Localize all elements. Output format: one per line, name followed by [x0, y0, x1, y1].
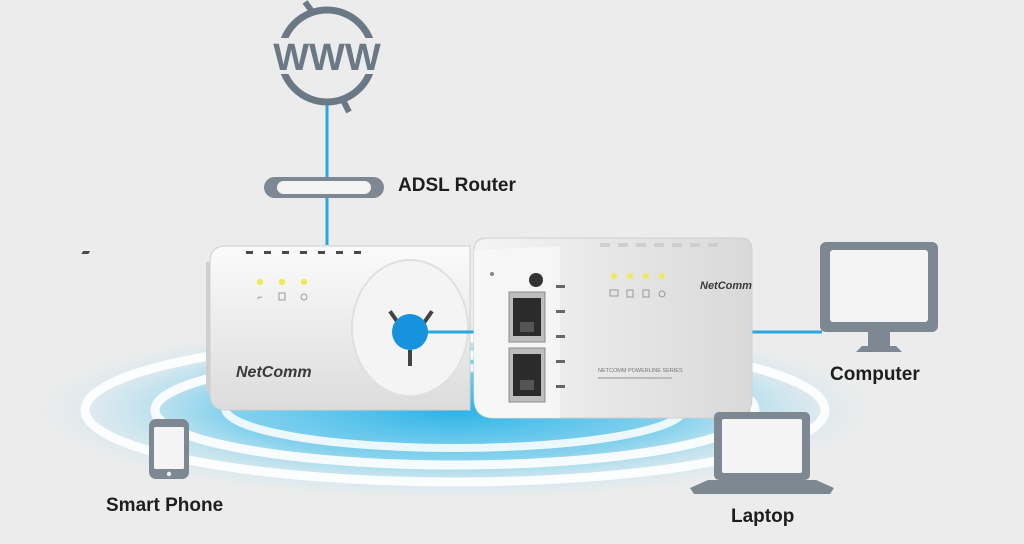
www-label: WWW — [273, 37, 381, 79]
vent-slots-left — [81, 251, 361, 254]
laptop-label: Laptop — [731, 506, 795, 527]
series-text: NETCOMM POWERLINE SERIES — [598, 368, 683, 374]
pair-button — [529, 273, 543, 287]
adsl-router-icon — [264, 177, 384, 198]
secondary-powerline-adapter: NetComm NETCOMM POWERLINE SERIES — [473, 237, 753, 419]
smart-phone-icon — [149, 419, 189, 479]
computer-monitor-icon — [820, 242, 938, 352]
vent-slots-right — [600, 243, 718, 247]
smart-phone-label: Smart Phone — [106, 495, 224, 516]
hub-node — [392, 314, 428, 350]
computer-label: Computer — [830, 364, 920, 385]
ethernet-port-2 — [508, 347, 546, 403]
side-vents — [556, 285, 565, 388]
reset-pinhole — [490, 272, 494, 276]
status-leds-right — [609, 273, 666, 298]
brand-logo-small: NetComm — [700, 280, 752, 292]
ethernet-port-1 — [508, 291, 546, 343]
brand-logo-main: NetComm — [236, 364, 312, 381]
www-globe-icon: WWW — [262, 0, 392, 114]
laptop-icon — [690, 412, 834, 494]
status-leds-left: ⌐ — [256, 278, 308, 302]
adsl-router-label: ADSL Router — [398, 175, 516, 196]
led-icon: ⌐ — [257, 292, 262, 302]
